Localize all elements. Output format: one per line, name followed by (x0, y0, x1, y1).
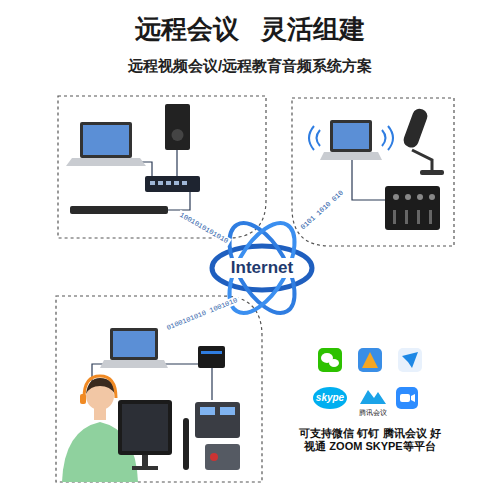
monitor (118, 400, 172, 470)
app-icon (318, 348, 342, 372)
data-stream: 0100101010 1001010 (164, 295, 241, 332)
wire (352, 156, 385, 200)
audio-mixer (393, 194, 399, 200)
wifi-waves (382, 130, 386, 146)
microphone (412, 150, 432, 172)
network-switch (182, 181, 187, 185)
laptop (80, 122, 132, 158)
network-switch (145, 176, 200, 192)
wire (176, 150, 177, 176)
app-icon (329, 359, 339, 367)
wireless-microphone-set (205, 444, 240, 470)
app-icon (358, 348, 382, 372)
network-node: Internet (228, 258, 296, 278)
microphone (402, 107, 444, 175)
app-icon (362, 352, 378, 368)
wifi-waves (309, 126, 314, 150)
laptop (330, 120, 372, 152)
audio-mixer (417, 194, 423, 200)
audio-mixer (385, 186, 440, 230)
app-name: 腾讯会议 (359, 409, 387, 417)
network-switch (158, 181, 163, 185)
wifi-waves (309, 126, 393, 150)
wireless-microphone-set (183, 402, 240, 470)
speaker (172, 129, 184, 141)
audio-mixer (429, 194, 435, 200)
region-outline (56, 96, 454, 482)
app-icon (402, 352, 418, 368)
app-icon (398, 348, 422, 372)
audio-interface (201, 351, 222, 354)
title: 远程会议 灵活组建 (0, 12, 500, 47)
keyboard (70, 206, 168, 214)
audio-mixer (393, 210, 396, 224)
person-with-headset (84, 376, 116, 398)
app-icon (313, 387, 347, 409)
audio-mixer (429, 210, 432, 224)
monitor (142, 455, 148, 467)
person-with-headset (80, 394, 86, 404)
audio-mixer (405, 210, 408, 224)
wireless-microphone-set (200, 407, 215, 415)
keyboard (70, 206, 168, 214)
app-icon (400, 394, 410, 402)
laptop (66, 158, 146, 166)
app-icon (411, 394, 415, 402)
network-switch (174, 181, 179, 185)
network-switch (166, 181, 171, 185)
wireless-microphone-set (220, 407, 235, 415)
wire (92, 150, 385, 400)
network-switch (150, 181, 155, 185)
audio-mixer (417, 210, 420, 224)
audio-mixer (385, 186, 440, 230)
wifi-waves (317, 130, 321, 146)
wireless-microphone-set (210, 453, 218, 461)
app-name: skype (316, 392, 344, 404)
wifi-waves (388, 126, 393, 150)
laptop (66, 120, 382, 368)
speaker (165, 104, 190, 150)
wireless-microphone-set (195, 402, 240, 438)
audio-mixer (405, 194, 411, 200)
internet-logo (212, 246, 312, 290)
wire (211, 368, 212, 400)
monitor (118, 400, 172, 455)
region-outline (56, 296, 262, 482)
app-icon (360, 390, 386, 404)
audio-interface (198, 346, 225, 368)
data-stream: 0101 1010 010 (298, 187, 347, 232)
app-icon (396, 387, 418, 409)
app-icon (313, 348, 422, 409)
laptop (100, 360, 168, 368)
laptop (83, 125, 129, 155)
network-switch (145, 176, 200, 192)
data-stream: 1001010101010 (177, 210, 232, 246)
laptop (110, 328, 158, 360)
audio-interface (198, 346, 225, 368)
platform-note: 可支持微信 钉钉 腾讯会议 好视通 ZOOM SKYPE等平台 (295, 427, 445, 452)
node-label: Internet (228, 258, 296, 278)
region-outline (58, 96, 266, 238)
laptop (333, 123, 369, 149)
wire (168, 192, 190, 210)
monitor (122, 404, 168, 451)
microphone (402, 107, 430, 150)
region-outline (292, 98, 454, 246)
speaker (165, 104, 190, 150)
laptop (320, 152, 382, 160)
laptop (113, 331, 155, 357)
wire (164, 363, 198, 364)
monitor (132, 466, 158, 470)
wireless-microphone-set (183, 418, 189, 470)
microphone (420, 170, 444, 175)
subtitle: 远程视频会议/远程教育音频系统方案 (128, 57, 372, 74)
